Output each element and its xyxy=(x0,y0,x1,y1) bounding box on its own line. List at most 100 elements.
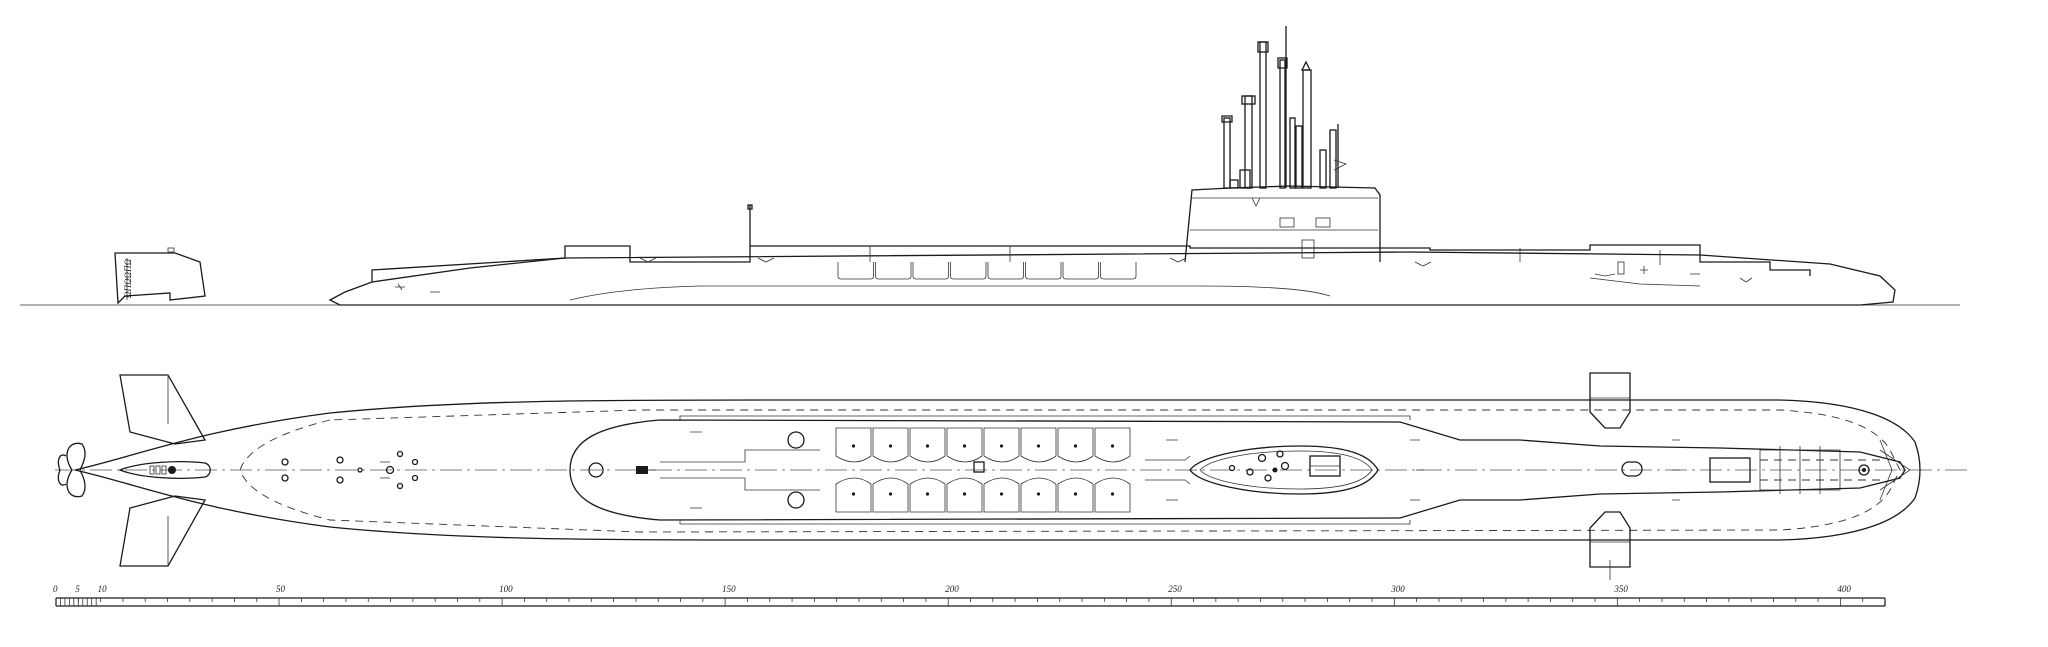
side-hull-outline xyxy=(328,251,1896,306)
sail-mark xyxy=(1251,197,1261,207)
missile-tube-center xyxy=(962,444,967,448)
missile-hatch xyxy=(1062,262,1099,280)
plan-fore-fittings xyxy=(690,431,1893,509)
scale-ticks xyxy=(55,598,1886,606)
missile-tube xyxy=(872,427,909,463)
aft-hatch-details xyxy=(149,465,176,475)
missile-hatch xyxy=(1025,262,1062,280)
propeller-icon xyxy=(57,442,86,498)
missile-tube xyxy=(1094,427,1131,463)
missile-tube-center xyxy=(925,444,930,448)
scale-label: 200 xyxy=(945,584,959,594)
missile-tube xyxy=(983,427,1020,463)
mast-c xyxy=(1289,117,1296,189)
side-rudder xyxy=(114,252,206,305)
mast-a xyxy=(1223,117,1231,189)
missile-tube-center xyxy=(1073,444,1078,448)
missile-tube-center xyxy=(1036,492,1041,496)
missile-tube xyxy=(835,427,872,463)
scale-labels: 0 5 10 50 100 150 200 250 300 350 400 xyxy=(53,584,1851,594)
side-casing-line xyxy=(371,244,1811,282)
missile-tube-center xyxy=(1036,444,1041,448)
scale-label: 5 xyxy=(75,584,80,594)
mast-f xyxy=(1329,129,1337,189)
side-profile-view: ΩΠΩΩΠΩ xyxy=(20,26,1960,306)
missile-tube xyxy=(1057,477,1094,513)
missile-tube-center xyxy=(925,492,930,496)
missile-tube xyxy=(909,477,946,513)
sail-windows xyxy=(1279,217,1331,228)
missile-hatch xyxy=(1100,262,1137,280)
missile-hatch xyxy=(912,262,949,280)
scale-label: 300 xyxy=(1390,584,1405,594)
missile-tube-center xyxy=(1073,492,1078,496)
missile-tube-center xyxy=(888,492,893,496)
scale-label: 100 xyxy=(499,584,513,594)
plan-casing-top xyxy=(679,415,1411,420)
scale-label: 250 xyxy=(1168,584,1182,594)
missile-tube-center xyxy=(999,444,1004,448)
missile-hatch-row xyxy=(837,262,1137,280)
missile-hatch xyxy=(950,262,987,280)
missile-tube-center xyxy=(851,492,856,496)
missile-tube xyxy=(835,477,872,513)
plan-sail xyxy=(1189,445,1379,495)
side-deck-fittings xyxy=(395,257,1753,293)
sail xyxy=(1184,185,1381,263)
plan-aft-fittings xyxy=(281,450,656,490)
snorkel-mast xyxy=(1302,69,1312,189)
missile-tube xyxy=(872,477,909,513)
missile-hatch xyxy=(987,262,1024,280)
scale-label: 10 xyxy=(98,584,108,594)
missile-tube-center xyxy=(1110,492,1115,496)
scale-label: 400 xyxy=(1837,584,1851,594)
mast-d xyxy=(1295,125,1303,189)
missile-tube-center xyxy=(962,492,967,496)
missile-tube xyxy=(1057,427,1094,463)
scale-label: 350 xyxy=(1613,584,1628,594)
plan-view xyxy=(55,372,1970,580)
rudder-markings: ΩΠΩΩΠΩ xyxy=(123,258,133,298)
periscope-2 xyxy=(1279,59,1286,189)
missile-tube-grid xyxy=(835,427,1131,513)
scale-label: 150 xyxy=(722,584,736,594)
bow-tip xyxy=(1879,449,1911,491)
sail-door xyxy=(1301,239,1315,259)
plan-casing-bottom xyxy=(679,520,1411,525)
missile-tube xyxy=(1094,477,1131,513)
plan-foreplane-upper xyxy=(1589,372,1631,429)
missile-tube-center xyxy=(999,492,1004,496)
missile-tube xyxy=(983,477,1020,513)
missile-tube xyxy=(1020,477,1057,513)
scale-bar: 0 5 10 50 100 150 200 250 300 350 400 xyxy=(53,584,1886,607)
missile-hatch xyxy=(875,262,912,280)
missile-tube xyxy=(946,427,983,463)
plan-foreplane-lower xyxy=(1589,511,1631,568)
aft-hatch-oval xyxy=(118,461,211,479)
periscope-1 xyxy=(1259,41,1267,189)
plan-inner-casing xyxy=(239,409,1901,533)
side-belly-line xyxy=(569,285,1331,301)
plan-rudder-upper xyxy=(119,374,207,445)
missile-tube-center xyxy=(1110,444,1115,448)
plan-deck-trace xyxy=(660,449,820,463)
scale-label: 50 xyxy=(276,584,286,594)
missile-tube xyxy=(1020,427,1057,463)
missile-tube-center xyxy=(888,444,893,448)
missile-tube xyxy=(909,427,946,463)
plan-hull-outline xyxy=(74,399,1921,541)
mast-e xyxy=(1319,149,1327,189)
missile-tube-center xyxy=(851,444,856,448)
masts-periscopes xyxy=(1221,26,1348,189)
plan-sail-masts xyxy=(1228,450,1341,482)
mast-b xyxy=(1244,95,1253,189)
missile-hatch xyxy=(837,262,874,280)
plan-rudder-lower xyxy=(119,495,207,567)
bow-planes-hint xyxy=(1589,277,1701,287)
rudder-cap xyxy=(167,247,175,253)
missile-tube xyxy=(946,477,983,513)
plan-missile-deck xyxy=(569,419,1906,521)
scale-label: 0 xyxy=(53,584,58,594)
